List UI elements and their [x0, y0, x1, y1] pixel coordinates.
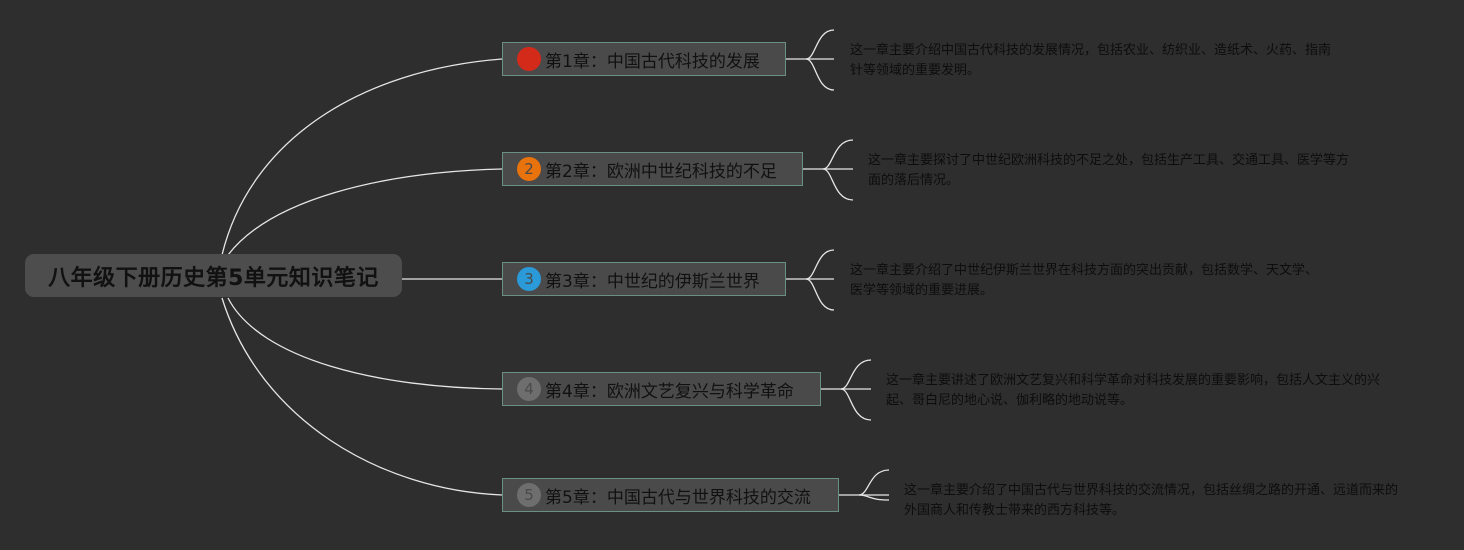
- chapter-topic-2[interactable]: 2 第2章：欧洲中世纪科技的不足: [502, 152, 803, 186]
- connector-root-ch4: [227, 297, 503, 390]
- badge-number: 5: [524, 486, 534, 504]
- connector-root-ch2: [227, 168, 503, 256]
- connector-fork-top-5: [858, 469, 890, 496]
- connector-fork-bottom-1: [805, 58, 835, 91]
- chapter-topic-4[interactable]: 4 第4章：欧洲文艺复兴与科学革命: [502, 372, 821, 406]
- chapter-description-3[interactable]: 这一章主要介绍了中世纪伊斯兰世界在科技方面的突出贡献，包括数学、天文学、医学等领…: [850, 263, 1319, 298]
- chapter-description-1[interactable]: 这一章主要介绍中国古代科技的发展情况，包括农业、纺织业、造纸术、火药、指南针等领…: [850, 43, 1332, 78]
- chapter-description-5[interactable]: 这一章主要介绍了中国古代与世界科技的交流情况，包括丝绸之路的开通、远道而来的外国…: [904, 483, 1399, 518]
- badge-number: 2: [524, 160, 534, 178]
- connector-fork-bottom-3: [805, 278, 835, 311]
- priority-4-icon: 4: [517, 377, 541, 401]
- chapter-description-2[interactable]: 这一章主要探讨了中世纪欧洲科技的不足之处，包括生产工具、交通工具、医学等方面的落…: [868, 153, 1350, 188]
- badge-number: 1: [524, 50, 534, 68]
- connector-fork-top-3: [805, 249, 835, 280]
- priority-5-icon: 5: [517, 483, 541, 507]
- connector-fork-top-1: [805, 29, 835, 60]
- connector-fork-bottom-4: [840, 388, 872, 421]
- chapter-label: 第4章：欧洲文艺复兴与科学革命: [545, 381, 794, 402]
- root-topic[interactable]: 八年级下册历史第5单元知识笔记: [25, 254, 402, 297]
- connector-fork-top-2: [822, 139, 854, 170]
- badge-number: 3: [524, 270, 534, 288]
- connector-fork-bottom-5: [858, 494, 890, 501]
- connector-fork-bottom-2: [822, 168, 854, 201]
- root-topic-label: 八年级下册历史第5单元知识笔记: [48, 265, 379, 291]
- chapter-label: 第3章：中世纪的伊斯兰世界: [545, 271, 760, 292]
- priority-3-icon: 3: [517, 267, 541, 291]
- chapter-topic-1[interactable]: 1 第1章：中国古代科技的发展: [502, 42, 786, 76]
- chapter-topic-3[interactable]: 3 第3章：中世纪的伊斯兰世界: [502, 262, 786, 296]
- connector-fork-top-4: [840, 359, 872, 390]
- connector-root-ch5: [221, 297, 503, 496]
- chapter-label: 第2章：欧洲中世纪科技的不足: [545, 161, 777, 182]
- chapter-label: 第5章：中国古代与世界科技的交流: [545, 487, 811, 508]
- chapter-topic-5[interactable]: 5 第5章：中国古代与世界科技的交流: [502, 478, 839, 512]
- connector-root-ch1: [221, 58, 503, 256]
- chapter-description-4[interactable]: 这一章主要讲述了欧洲文艺复兴和科学革命对科技发展的重要影响，包括人文主义的兴起、…: [886, 373, 1381, 408]
- badge-number: 4: [524, 380, 534, 398]
- priority-2-icon: 2: [517, 157, 541, 181]
- priority-1-icon: 1: [517, 47, 541, 71]
- chapter-label: 第1章：中国古代科技的发展: [545, 51, 760, 72]
